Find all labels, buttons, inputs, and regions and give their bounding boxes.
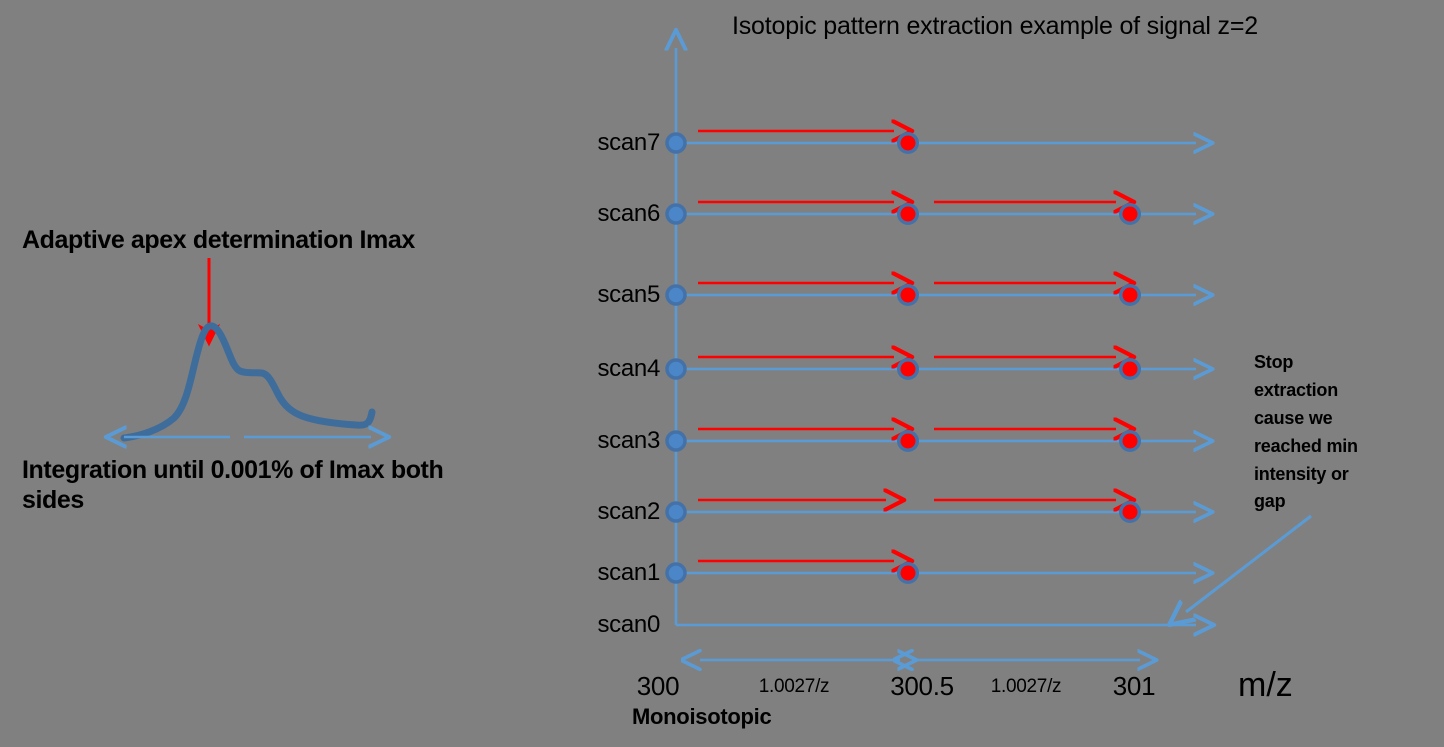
- monoisotopic-marker: [665, 203, 687, 225]
- scan-rows-layer: [665, 131, 1196, 584]
- stop-note-pointer-arrow: [1186, 514, 1312, 612]
- mz-axis-label: m/z: [1238, 666, 1293, 704]
- isotope-gap-label-1: 1.0027/z: [758, 676, 830, 697]
- scan-row: [665, 357, 1196, 380]
- peak-marker: [900, 287, 916, 303]
- scan-row: [665, 131, 1196, 154]
- monoisotopic-marker: [665, 132, 687, 154]
- peak-marker: [900, 206, 916, 222]
- scan-row: [665, 283, 1196, 306]
- axis-tick-301: 301: [1112, 671, 1156, 701]
- peak-curve: [120, 322, 376, 442]
- peak-marker: [900, 433, 916, 449]
- peak-marker: [1122, 206, 1138, 222]
- scan-label-scan1: scan1: [597, 559, 660, 586]
- axis-tick-300.5: 300.5: [890, 671, 954, 701]
- plot-axes: [676, 48, 1312, 625]
- integration-annotation-label: Integration until 0.001% of Imax both si…: [22, 456, 444, 514]
- scan-row: [665, 202, 1196, 225]
- monoisotopic-marker: [665, 358, 687, 380]
- scan-label-scan0: scan0: [597, 611, 660, 638]
- monoisotopic-marker: [665, 562, 687, 584]
- scan-label-scan7: scan7: [597, 129, 660, 156]
- stop-extraction-note: Stop extraction cause we reached min int…: [1254, 352, 1358, 512]
- scan-row: [665, 561, 1196, 584]
- scan-label-scan6: scan6: [597, 200, 660, 227]
- left-panel-graphics: [124, 258, 372, 438]
- monoisotopic-label: Monoisotopic: [632, 704, 772, 729]
- monoisotopic-marker: [665, 430, 687, 452]
- axis-tick-300: 300: [636, 671, 680, 701]
- apex-annotation-label: Adaptive apex determination Imax: [22, 226, 415, 254]
- scan-label-scan5: scan5: [597, 281, 660, 308]
- page-title: Isotopic pattern extraction example of s…: [732, 12, 1258, 40]
- peak-marker: [1122, 504, 1138, 520]
- scan-label-scan2: scan2: [597, 498, 660, 525]
- peak-marker: [900, 565, 916, 581]
- peak-marker: [1122, 361, 1138, 377]
- isotope-gap-label-2: 1.0027/z: [990, 676, 1062, 697]
- scan-label-scan4: scan4: [597, 355, 660, 382]
- monoisotopic-marker: [665, 501, 687, 523]
- scan-label-scan3: scan3: [597, 427, 660, 454]
- peak-marker: [1122, 287, 1138, 303]
- peak-marker: [1122, 433, 1138, 449]
- scan-row: [665, 429, 1196, 452]
- peak-marker: [900, 135, 916, 151]
- peak-marker: [900, 361, 916, 377]
- scan-row: [665, 500, 1196, 523]
- monoisotopic-marker: [665, 284, 687, 306]
